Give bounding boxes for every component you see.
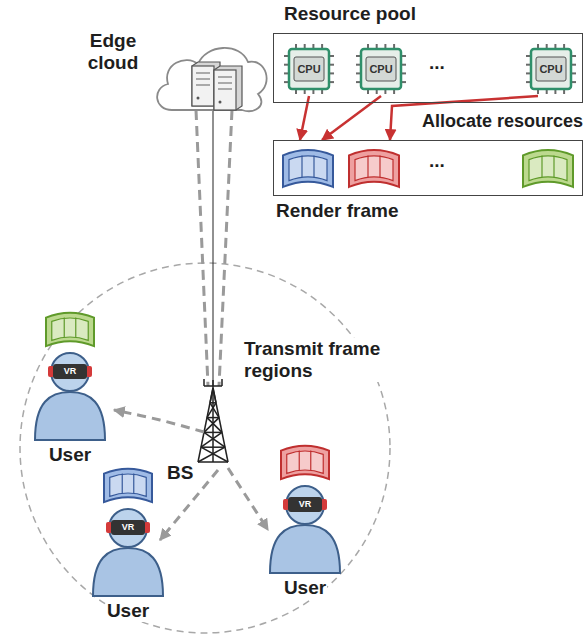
ellipsis: ...: [428, 52, 446, 74]
user-figure: [35, 313, 105, 440]
user-head: [109, 509, 147, 547]
rendered-frame: [349, 150, 399, 187]
transmit-arrow: [114, 410, 204, 432]
chip-label: CPU: [297, 64, 320, 75]
rendered-frame: [283, 150, 333, 187]
user-body: [93, 548, 163, 596]
rendered-frame: [523, 150, 573, 187]
backhaul-wire: [213, 110, 214, 386]
vr-headset: [111, 520, 145, 535]
cpu-chip: CPU: [525, 43, 577, 95]
vr-headset: [288, 497, 322, 512]
user-body: [35, 392, 105, 440]
chip-label: CPU: [539, 64, 562, 75]
box-title: Render frame: [276, 200, 399, 222]
cloud-label: Edge cloud: [80, 30, 146, 74]
rendered-frame: [46, 313, 94, 346]
user-figure: [93, 469, 163, 596]
user-label: User: [106, 600, 150, 622]
ellipsis: ...: [428, 150, 446, 172]
cpu-chip: CPU: [355, 43, 407, 95]
chip-label: CPU: [369, 64, 392, 75]
rendered-frame: [104, 469, 152, 502]
headset-label: VR: [111, 520, 145, 535]
annotation: Allocate resources: [421, 111, 584, 132]
user-label: User: [283, 577, 327, 599]
rendered-frame: [281, 446, 329, 479]
illustration-layer: [20, 110, 573, 633]
cloud-shape: [150, 38, 270, 114]
transmit-arrow: [228, 468, 268, 530]
annotation: Transmit frame regions: [243, 338, 405, 382]
backhaul-dashed: [196, 110, 208, 386]
user-body: [270, 525, 340, 573]
headset-label: VR: [288, 497, 322, 512]
user-label: User: [48, 444, 92, 466]
box-title: Resource pool: [284, 3, 416, 25]
vr-headset: [53, 364, 87, 379]
edge-cloud: Edge cloud: [150, 38, 270, 114]
backhaul-dashed: [219, 110, 232, 386]
user-head: [286, 486, 324, 524]
headset-label: VR: [53, 364, 87, 379]
bs-tower: [198, 379, 228, 462]
bs-label: BS: [166, 462, 194, 484]
cpu-chip: CPU: [283, 43, 335, 95]
user-figure: [270, 446, 340, 573]
user-head: [51, 353, 89, 391]
server-icon: [192, 62, 242, 110]
